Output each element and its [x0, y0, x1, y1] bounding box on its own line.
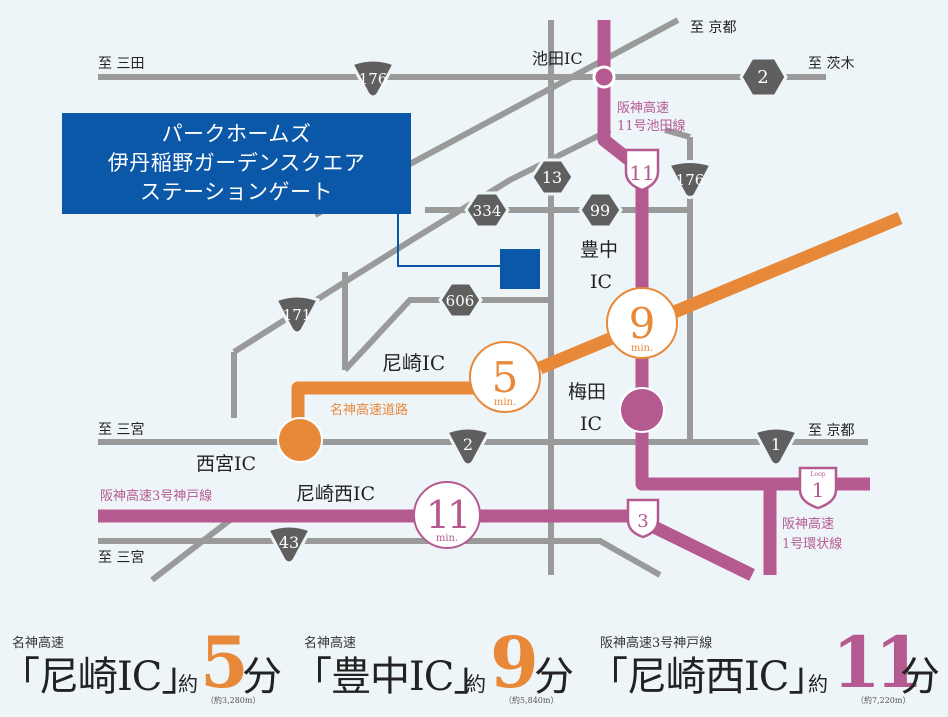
- hanshin-3-shield-icon: [626, 498, 660, 539]
- meishin-label: 名神高速道路: [330, 402, 408, 418]
- hanshin-11-shield-icon: [624, 148, 660, 192]
- dest-kyoto-east: 至 京都: [808, 423, 854, 439]
- svg-text:11: 11: [426, 493, 468, 537]
- route-176-mid-label: 176: [676, 171, 705, 189]
- route-43-label: 43: [279, 533, 299, 552]
- property-name-line-2: 伊丹稲野ガーデンスクエア: [107, 151, 366, 175]
- route-43-shield-icon: [265, 524, 313, 565]
- amagasaki-ic-label: 尼崎IC: [382, 351, 445, 375]
- summary-approx: 約: [466, 672, 486, 696]
- route-606-shield-icon: [438, 281, 483, 319]
- svg-text:9: 9: [629, 299, 656, 348]
- svg-text:min.: min.: [436, 533, 458, 544]
- property-name-line-1: パークホームズ: [161, 122, 312, 146]
- dest-sannomiya-lower: 至 三宮: [98, 550, 144, 566]
- ikeda-ic-label: 池田IC: [532, 49, 583, 68]
- toyonaka-ic-label-1: 豊中: [580, 239, 618, 261]
- hanshin-loop-1-shield-icon: [798, 466, 838, 510]
- dest-sannomiya-upper: 至 三宮: [98, 422, 144, 438]
- umeda-ic-node: [619, 387, 665, 433]
- property-name-box: パークホームズ 伊丹稲野ガーデンスクエア ステーションゲート: [62, 113, 411, 214]
- route-13-label: 13: [542, 168, 562, 187]
- access-summary: 名神高速 「尼崎IC」 約 5 分 （約3,280m） 名神高速 「豊中IC」 …: [0, 620, 948, 717]
- ikeda-ic-node: [592, 65, 616, 89]
- umeda-ic-label-1: 梅田: [568, 381, 606, 403]
- summary-sub: 名神高速: [12, 636, 65, 651]
- property-square-icon: [500, 249, 540, 289]
- umeda-ic-label-2: IC: [580, 413, 602, 435]
- route-2-mid-shield-icon: [444, 426, 492, 467]
- dest-kyoto-north: 至 京都: [690, 20, 736, 36]
- summary-sub: 名神高速: [304, 636, 357, 651]
- ikeda-line-label-1: 阪神高速: [617, 100, 669, 116]
- time-badge-amagasaki-nishi: 11 min.: [413, 481, 481, 549]
- ikeda-line-label-2: 11号池田線: [617, 118, 686, 134]
- amagasaki-nishi-ic-label: 尼崎西IC: [296, 483, 375, 505]
- svg-text:min.: min.: [494, 397, 516, 408]
- hanshin-11-label: 11: [629, 161, 654, 185]
- summary-distance: （約7,220m）: [856, 696, 911, 705]
- summary-ic: 「尼崎西IC」: [588, 654, 828, 700]
- route-99-shield-icon: [578, 191, 623, 229]
- svg-text:5: 5: [492, 353, 519, 402]
- summary-min-unit: 分: [534, 654, 574, 700]
- route-334-shield-icon: [464, 191, 510, 229]
- summary-ic: 「豊中IC」: [292, 654, 493, 700]
- route-2-shield-icon: [739, 56, 788, 98]
- summary-minutes: 5: [200, 621, 249, 704]
- toyonaka-ic-label-2: IC: [590, 271, 612, 293]
- route-2-mid-label: 2: [463, 435, 473, 454]
- summary-sub: 阪神高速3号神戸線: [600, 636, 713, 651]
- summary-minutes: 9: [490, 621, 539, 704]
- route-176-shield-icon: [349, 58, 397, 99]
- summary-minutes: 11: [832, 621, 923, 704]
- dest-sanda: 至 三田: [98, 56, 144, 72]
- route-606-label: 606: [446, 292, 475, 310]
- summary-approx: 約: [808, 672, 828, 696]
- route-171-label: 171: [283, 306, 312, 324]
- loop-label: Loop: [810, 471, 825, 478]
- general-roads: [98, 17, 868, 583]
- summary-min-unit: 分: [900, 654, 940, 700]
- route-176-label: 176: [359, 70, 388, 88]
- loop-1-label: 1: [812, 478, 825, 502]
- summary-approx: 約: [178, 672, 198, 696]
- property-pointer-line: [397, 214, 500, 267]
- route-1-label: 1: [771, 435, 781, 454]
- route-171-shield-icon: [273, 294, 321, 335]
- route-176-mid-shield-icon: [666, 160, 714, 199]
- summary-ic: 「尼崎IC」: [0, 654, 201, 700]
- dest-ibaraki: 至 茨木: [808, 56, 854, 72]
- svg-text:min.: min.: [631, 343, 653, 354]
- route-99-label: 99: [590, 201, 610, 220]
- road-route-606: [342, 297, 551, 373]
- property-name-line-3: ステーションゲート: [139, 180, 334, 204]
- summary-distance: （約5,840m）: [504, 696, 559, 705]
- route-1-shield-icon: [752, 426, 800, 467]
- summary-min-unit: 分: [242, 654, 282, 700]
- nishinomiya-ic-node: [277, 417, 323, 463]
- nishinomiya-ic-label: 西宮IC: [196, 453, 256, 475]
- summary-distance: （約3,280m）: [206, 696, 261, 705]
- time-badge-amagasaki: 5 min.: [469, 341, 541, 413]
- route-334-label: 334: [473, 202, 502, 220]
- route-2-label: 2: [757, 67, 768, 88]
- road-route-43: [98, 538, 662, 578]
- route-13-shield-icon: [530, 158, 575, 196]
- loop-line-label-1: 阪神高速: [782, 516, 834, 532]
- time-badge-toyonaka: 9 min.: [606, 287, 678, 359]
- loop-line-label-2: 1号環状線: [782, 536, 842, 552]
- hanshin-3-label: 3: [637, 511, 648, 532]
- kobe-line-label: 阪神高速3号神戸線: [100, 488, 212, 504]
